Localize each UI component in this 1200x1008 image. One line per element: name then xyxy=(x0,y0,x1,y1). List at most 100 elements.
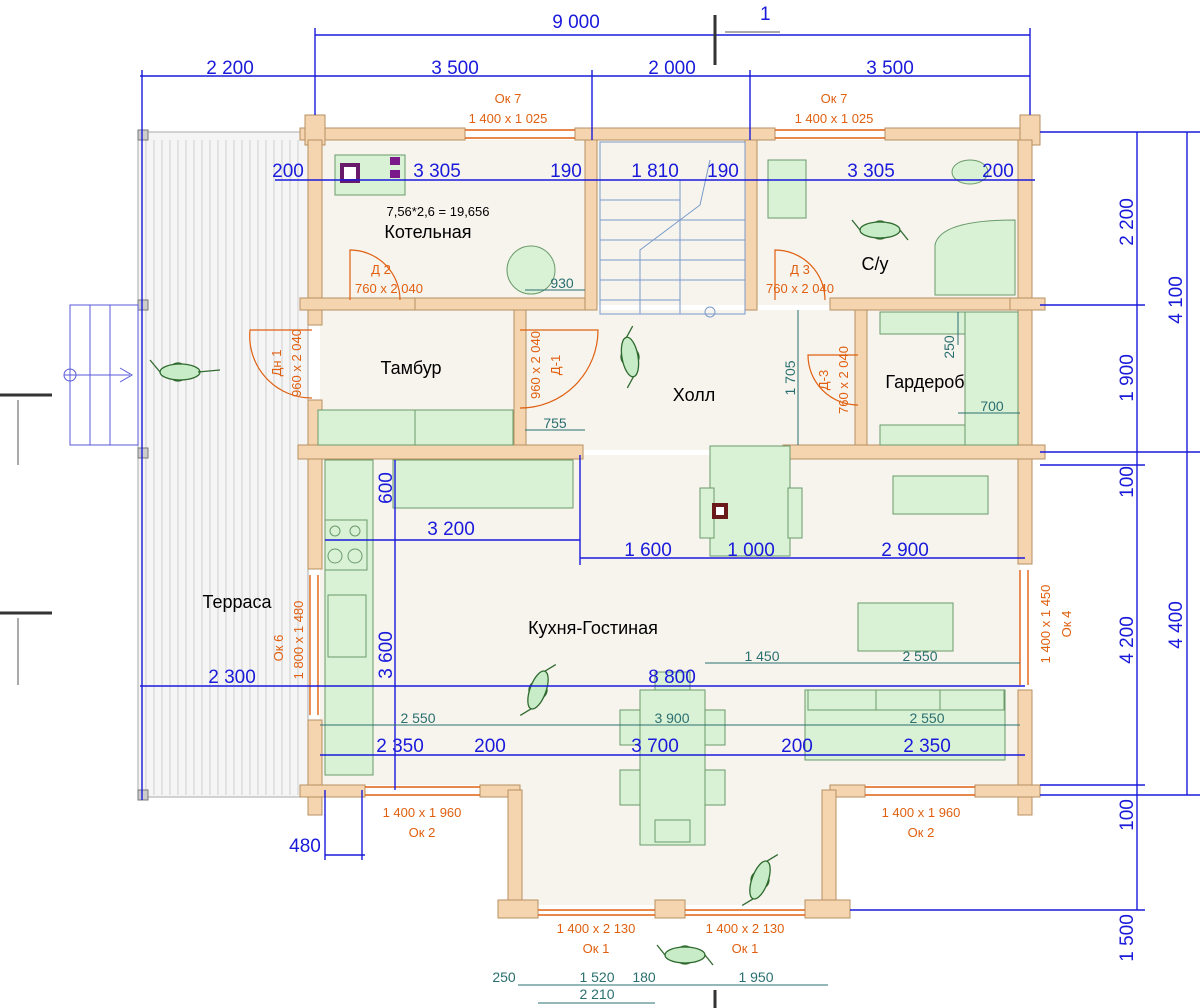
dim-3200: 3 200 xyxy=(427,519,475,540)
window-ok2-right-size: 1 400 x 1 960 xyxy=(882,805,961,820)
window-labels: Ок 7 1 400 x 1 025 Ок 7 1 400 x 1 025 Ок… xyxy=(271,91,1074,956)
dim-190-right: 190 xyxy=(707,161,739,182)
window-ok2-left-name: Ок 2 xyxy=(409,825,436,840)
dim-right-100-bottom: 100 xyxy=(1117,799,1138,831)
dim-2000: 2 000 xyxy=(648,58,696,79)
dim-3500-left: 3 500 xyxy=(431,58,479,79)
person-icons xyxy=(149,219,909,966)
window-ok1-left-name: Ок 1 xyxy=(583,941,610,956)
door-d2-size: 760 x 2 040 xyxy=(355,281,423,296)
dim-1600: 1 600 xyxy=(624,540,672,561)
dim-200-bottom-left: 200 xyxy=(474,736,506,757)
dim-2900: 2 900 xyxy=(881,540,929,561)
door-d1-name: Д-1 xyxy=(548,355,563,375)
dim-2550-top: 2 550 xyxy=(902,648,937,664)
person-icon-boiler xyxy=(851,219,909,241)
dim-250-bottom: 250 xyxy=(492,969,516,985)
entry-steps xyxy=(63,304,139,446)
window-ok7-left-size: 1 400 x 1 025 xyxy=(469,111,548,126)
dim-right-4400: 4 400 xyxy=(1166,601,1187,649)
right-dimensions: 2 200 4 100 1 900 100 4 200 4 400 100 1 … xyxy=(1117,198,1187,962)
dim-3600: 3 600 xyxy=(376,631,397,679)
dim-3700: 3 700 xyxy=(631,736,679,757)
dim-right-1500: 1 500 xyxy=(1117,914,1138,962)
dim-2300: 2 300 xyxy=(208,667,256,688)
dim-1705: 1 705 xyxy=(782,360,798,395)
dim-180: 180 xyxy=(632,969,656,985)
dim-200-right: 200 xyxy=(982,161,1014,182)
dim-right-1900: 1 900 xyxy=(1117,354,1138,402)
room-hall: Холл xyxy=(673,385,715,405)
window-ok1-left-size: 1 400 x 2 130 xyxy=(557,921,636,936)
thin-dimension-lines xyxy=(320,289,1020,1004)
dim-2210: 2 210 xyxy=(579,986,614,1002)
kitchen-dimensions: 600 3 200 1 600 1 000 2 900 3 600 2 300 … xyxy=(208,472,951,857)
dim-250: 250 xyxy=(941,335,957,359)
top-dimensions: 9 000 1 2 200 3 500 2 000 3 500 xyxy=(206,4,914,79)
door-d2-name: Д 2 xyxy=(371,262,391,277)
door-dn1-size: 960 x 2 040 xyxy=(289,329,304,397)
window-ok4-size: 1 400 x 1 450 xyxy=(1038,585,1053,664)
window-ok7-right-name: Ок 7 xyxy=(821,91,848,106)
section-marks xyxy=(0,15,717,1008)
window-openings xyxy=(309,129,1029,916)
dim-8800: 8 800 xyxy=(648,667,696,688)
dim-right-4100: 4 100 xyxy=(1166,276,1187,324)
window-ok7-right-size: 1 400 x 1 025 xyxy=(795,111,874,126)
dim-190-left: 190 xyxy=(550,161,582,182)
boiler-calc: 7,56*2,6 = 19,656 xyxy=(386,204,489,219)
window-ok6-name: Ок 6 xyxy=(271,635,286,662)
row1-dimensions: 200 3 305 190 1 810 190 3 305 200 xyxy=(272,161,1014,182)
window-ok7-left-name: Ок 7 xyxy=(495,91,522,106)
door-d3-name: Д 3 xyxy=(790,262,810,277)
window-ok1-right-size: 1 400 x 2 130 xyxy=(706,921,785,936)
door-d3-size: 760 x 2 040 xyxy=(766,281,834,296)
door-d1-size: 960 x 2 040 xyxy=(528,331,543,399)
room-terrace: Терраса xyxy=(202,592,272,612)
person-icon-hall xyxy=(620,325,640,389)
dim-3305-left: 3 305 xyxy=(413,161,461,182)
person-icon-porch xyxy=(741,853,779,907)
dim-1450: 1 450 xyxy=(744,648,779,664)
window-ok6-size: 1 800 x 1 480 xyxy=(291,601,306,680)
person-icon-terrace xyxy=(149,359,221,382)
window-ok2-left-size: 1 400 x 1 960 xyxy=(383,805,462,820)
section-arrows xyxy=(17,31,780,685)
door-dn1-name: Дн 1 xyxy=(269,350,284,377)
dim-200-bottom-right: 200 xyxy=(781,736,813,757)
dim-755: 755 xyxy=(543,415,567,431)
person-icon-bottom xyxy=(656,944,714,966)
walls xyxy=(297,114,1046,919)
room-wardrobe: Гардероб xyxy=(885,372,964,392)
dim-top-total: 9 000 xyxy=(552,12,600,33)
dim-200: 200 xyxy=(272,161,304,182)
dim-1000: 1 000 xyxy=(727,540,775,561)
dim-3500-right: 3 500 xyxy=(866,58,914,79)
window-ok2-right-name: Ок 2 xyxy=(908,825,935,840)
dim-700: 700 xyxy=(980,398,1004,414)
room-boiler: Котельная xyxy=(384,222,471,242)
dim-3305-right: 3 305 xyxy=(847,161,895,182)
room-vestibule: Тамбур xyxy=(380,358,441,378)
room-wc: С/у xyxy=(862,254,889,274)
dim-1810: 1 810 xyxy=(631,161,679,182)
door-d3b-name: Д-3 xyxy=(816,370,831,390)
dim-1950: 1 950 xyxy=(738,969,773,985)
dim-2200: 2 200 xyxy=(206,58,254,79)
dim-2550-left: 2 550 xyxy=(400,710,435,726)
small-dimensions: 930 755 1 705 250 700 1 450 2 550 2 550 … xyxy=(400,275,1003,1002)
door-swings xyxy=(249,249,859,409)
door-d3b-size: 760 x 2 040 xyxy=(836,346,851,414)
room-kitchen-living: Кухня-Гостиная xyxy=(528,618,658,638)
dimension-lines xyxy=(140,28,1200,911)
dim-right-100: 100 xyxy=(1117,466,1138,498)
room-labels: 7,56*2,6 = 19,656 Котельная С/у Тамбур Х… xyxy=(202,204,964,638)
dim-right-4200: 4 200 xyxy=(1117,616,1138,664)
dim-1520: 1 520 xyxy=(579,969,614,985)
dim-600: 600 xyxy=(376,472,397,504)
dim-2350-right: 2 350 xyxy=(903,736,951,757)
window-ok4-name: Ок 4 xyxy=(1059,611,1074,638)
dim-930: 930 xyxy=(550,275,574,291)
dim-2350-left: 2 350 xyxy=(376,736,424,757)
